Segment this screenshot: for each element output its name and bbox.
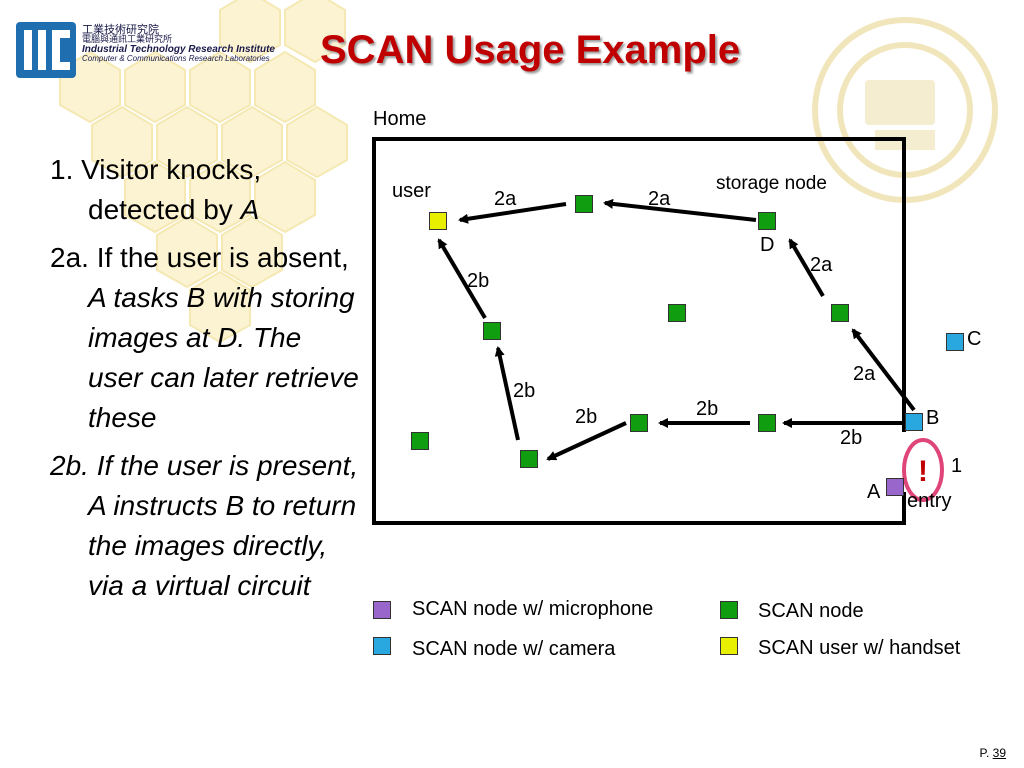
storage-node-d <box>758 212 776 230</box>
scan-node <box>831 304 849 322</box>
page-number: P. 39 <box>980 746 1006 760</box>
scan-node <box>668 304 686 322</box>
edge-label-2b: 2b <box>840 427 863 449</box>
arrow-2a-mid-to-user <box>458 202 567 224</box>
bullet-2a-text: 2a. If the user is absent, <box>50 242 349 273</box>
bullet-2b: 2b. If the user is present, A instructs … <box>50 446 360 606</box>
edge-label-2b: 2b <box>467 270 490 292</box>
legend-node-swatch <box>720 601 738 619</box>
logo-line-1: 工業技術研究院 <box>82 23 159 36</box>
legend-camera-label: SCAN node w/ camera <box>412 638 616 660</box>
scan-node <box>575 195 593 213</box>
user-node <box>429 212 447 230</box>
arrow-2b-low-to-node <box>494 346 520 441</box>
edge-label-2b: 2b <box>696 398 719 420</box>
scan-node <box>758 414 776 432</box>
slide-title: SCAN Usage Example <box>320 28 741 72</box>
edge-label-2b: 2b <box>513 380 536 402</box>
node-d-label: D <box>760 234 775 256</box>
edge-label-2b: 2b <box>575 406 598 428</box>
scan-node <box>483 322 501 340</box>
bullet-list: 1. Visitor knocks, detected by A 2a. If … <box>50 150 360 614</box>
node-a-label: A <box>867 481 881 503</box>
bullet-1-text: 1. Visitor knocks, detected by <box>50 154 262 225</box>
arrow-2b-mid-to-low <box>546 421 627 461</box>
edge-label-2a: 2a <box>853 363 876 385</box>
bullet-2a: 2a. If the user is absent, A tasks B wit… <box>50 238 360 438</box>
storage-node-label: storage node <box>716 173 827 194</box>
legend-user-swatch <box>720 637 738 655</box>
edge-label-2a: 2a <box>648 188 671 210</box>
edge-label-2a: 2a <box>810 254 833 276</box>
itri-logo-icon <box>16 22 76 78</box>
node-b-label: B <box>926 407 940 429</box>
legend-microphone-swatch <box>373 601 391 619</box>
logo-line-3: Industrial Technology Research Institute <box>82 43 275 55</box>
arrow-2b-node-to-user <box>437 238 487 320</box>
bullet-2b-emphasis: 2b. If the user is present, A instructs … <box>50 450 359 601</box>
step-1-label: 1 <box>951 455 963 477</box>
page-value: 39 <box>992 746 1006 760</box>
legend-camera-swatch <box>373 637 391 655</box>
home-label: Home <box>373 108 427 130</box>
node-c-label: C <box>967 328 982 350</box>
microphone-node-a <box>886 478 904 496</box>
arrow-2a-node-to-D <box>788 238 825 298</box>
logo-line-2: 電腦與通訊工業研究所 <box>82 34 173 45</box>
camera-node-b <box>905 413 923 431</box>
alert-mark-icon: ! <box>918 455 928 488</box>
bullet-1: 1. Visitor knocks, detected by A <box>50 150 360 230</box>
entry-label: entry <box>907 490 952 512</box>
camera-node-c <box>946 333 964 351</box>
legend-user-label: SCAN user w/ handset <box>758 637 961 659</box>
legend-microphone-label: SCAN node w/ microphone <box>412 598 654 620</box>
logo-line-4: Computer & Communications Research Labor… <box>82 54 270 64</box>
legend-node-label: SCAN node <box>758 600 864 622</box>
arrow-2a-B-to-node <box>851 328 916 412</box>
alert-ring <box>902 438 944 502</box>
arrow-2a-D-to-mid <box>603 198 757 222</box>
user-label: user <box>392 180 431 202</box>
scan-node <box>520 450 538 468</box>
bullet-1-emphasis: A <box>240 194 260 225</box>
logo-text: 工業技術研究院 電腦與通訊工業研究所 Industrial Technology… <box>82 24 275 64</box>
scan-node <box>630 414 648 432</box>
edge-label-2a: 2a <box>494 188 517 210</box>
page-prefix: P. <box>979 746 993 760</box>
bullet-2a-emphasis: A tasks B with storing images at D. The … <box>88 282 359 433</box>
home-boundary <box>372 137 906 525</box>
scan-node <box>411 432 429 450</box>
